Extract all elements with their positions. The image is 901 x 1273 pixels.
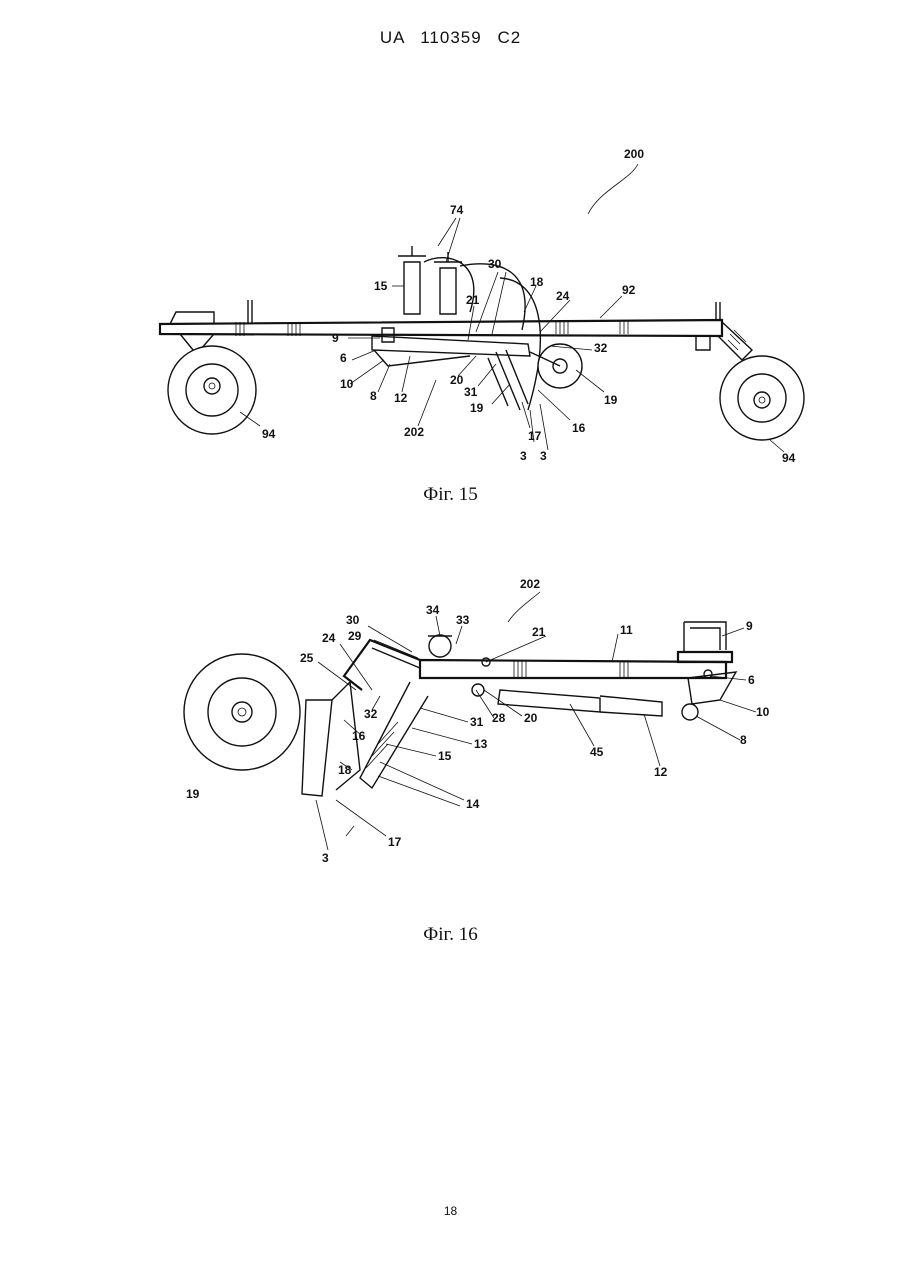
fig15-label: 21 [466, 293, 480, 307]
fig16-label: 18 [338, 763, 352, 777]
fig15-label: 16 [572, 421, 586, 435]
fig15-label: 19 [470, 401, 484, 415]
fig16-label: 29 [348, 629, 362, 643]
fig15-label: 31 [464, 385, 478, 399]
fig15-label: 18 [530, 275, 544, 289]
fig16-label: 34 [426, 603, 440, 617]
fig16-label: 24 [322, 631, 336, 645]
fig15-label: 32 [594, 341, 608, 355]
fig15-label: 6 [340, 351, 347, 365]
fig16-label: 21 [532, 625, 546, 639]
fig15-label: 94 [262, 427, 276, 441]
fig15-label: 24 [556, 289, 570, 303]
fig15-label: 94 [782, 451, 796, 465]
fig16-label: 13 [474, 737, 488, 751]
figure-16-caption: Фіг. 16 [0, 924, 901, 946]
fig15-label: 3 [520, 449, 527, 463]
fig15-label: 3 [540, 449, 547, 463]
fig15-label: 17 [528, 429, 542, 443]
fig15-label: 12 [394, 391, 408, 405]
fig16-label: 16 [352, 729, 366, 743]
fig15-label: 92 [622, 283, 636, 297]
fig16-label: 10 [756, 705, 770, 719]
fig16-label: 17 [388, 835, 402, 849]
fig15-label: 74 [450, 203, 464, 217]
fig16-label: 9 [746, 619, 753, 633]
fig16-label: 45 [590, 745, 604, 759]
fig15-label: 19 [604, 393, 618, 407]
fig16-label: 11 [620, 623, 633, 637]
fig16-label: 12 [654, 765, 668, 779]
fig16-label: 14 [466, 797, 480, 811]
fig15-label: 20 [450, 373, 464, 387]
fig15-label: 9 [332, 331, 339, 345]
fig15-label: 30 [488, 257, 502, 271]
fig16-label: 8 [740, 733, 747, 747]
fig15-label: 200 [624, 147, 644, 161]
figure-15-caption: Фіг. 15 [0, 484, 901, 506]
fig16-label: 28 [492, 711, 506, 725]
fig16-label: 3 [322, 851, 329, 865]
fig16-label: 15 [438, 749, 452, 763]
fig15-label: 202 [404, 425, 424, 439]
fig16-label: 20 [524, 711, 538, 725]
fig15-label: 10 [340, 377, 354, 391]
fig16-label: 33 [456, 613, 470, 627]
fig15-label: 8 [370, 389, 377, 403]
fig16-label: 202 [520, 577, 540, 591]
fig16-label: 30 [346, 613, 360, 627]
fig16-label: 32 [364, 707, 378, 721]
fig15-label: 15 [374, 279, 388, 293]
page-number: 18 [0, 1204, 901, 1218]
fig16-label: 25 [300, 651, 314, 665]
fig16-label: 6 [748, 673, 755, 687]
fig16-label: 19 [186, 787, 200, 801]
fig16-label: 31 [470, 715, 484, 729]
